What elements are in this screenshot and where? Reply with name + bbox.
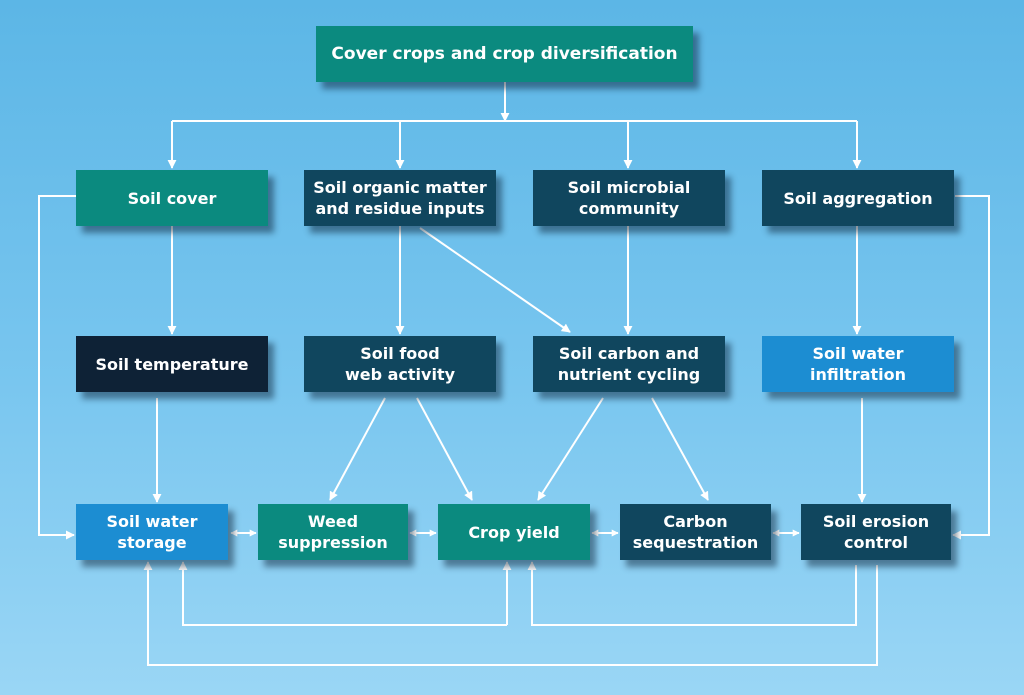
node-soil-temperature: Soil temperature xyxy=(76,336,268,392)
node-soil-microbial-label: Soil microbial community xyxy=(567,178,691,218)
arrow-foodweb-to-weed xyxy=(329,397,386,501)
node-soil-water-storage-label: Soil water storage xyxy=(106,512,198,552)
node-soil-erosion-control-label: Soil erosion control xyxy=(822,512,930,552)
node-soil-water-infiltration-label: Soil water infiltration xyxy=(809,344,907,384)
node-soil-carbon-cycling: Soil carbon and nutrient cycling xyxy=(533,336,725,392)
node-weed-suppression-label: Weed suppression xyxy=(278,512,388,552)
arrow-organic-to-carbon-cycling xyxy=(419,227,571,333)
loop-erosion-to-storage xyxy=(143,561,878,666)
node-soil-water-storage: Soil water storage xyxy=(76,504,228,560)
node-soil-carbon-cycling-label: Soil carbon and nutrient cycling xyxy=(557,344,701,384)
arrow-aggregation-loop-to-erosion xyxy=(952,195,990,540)
node-soil-temperature-label: Soil temperature xyxy=(95,354,249,374)
node-carbon-sequestration: Carbon sequestration xyxy=(620,504,771,560)
node-soil-organic-matter: Soil organic matter and residue inputs xyxy=(304,170,496,226)
node-crop-yield-label: Crop yield xyxy=(468,522,560,542)
node-soil-cover-label: Soil cover xyxy=(127,188,217,208)
node-soil-microbial: Soil microbial community xyxy=(533,170,725,226)
node-soil-food-web-label: Soil food web activity xyxy=(344,344,456,384)
loop-yield-to-storage xyxy=(178,561,507,626)
node-soil-erosion-control: Soil erosion control xyxy=(801,504,951,560)
node-weed-suppression: Weed suppression xyxy=(258,504,408,560)
arrow-foodweb-to-yield xyxy=(416,397,473,501)
node-soil-aggregation: Soil aggregation xyxy=(762,170,954,226)
node-soil-water-infiltration: Soil water infiltration xyxy=(762,336,954,392)
node-carbon-sequestration-label: Carbon sequestration xyxy=(632,512,759,552)
arrow-carbon-to-sequestration xyxy=(651,397,709,501)
node-soil-organic-matter-label: Soil organic matter and residue inputs xyxy=(313,178,487,218)
loop-erosion-to-yield xyxy=(527,561,857,626)
node-soil-food-web: Soil food web activity xyxy=(304,336,496,392)
node-cover-crops-label: Cover crops and crop diversification xyxy=(331,43,678,64)
node-cover-crops: Cover crops and crop diversification xyxy=(316,26,693,82)
arrow-carbon-to-yield xyxy=(537,397,604,501)
node-soil-cover: Soil cover xyxy=(76,170,268,226)
arrow-cover-loop-to-water-storage xyxy=(38,195,76,540)
node-crop-yield: Crop yield xyxy=(438,504,590,560)
node-soil-aggregation-label: Soil aggregation xyxy=(783,188,933,208)
